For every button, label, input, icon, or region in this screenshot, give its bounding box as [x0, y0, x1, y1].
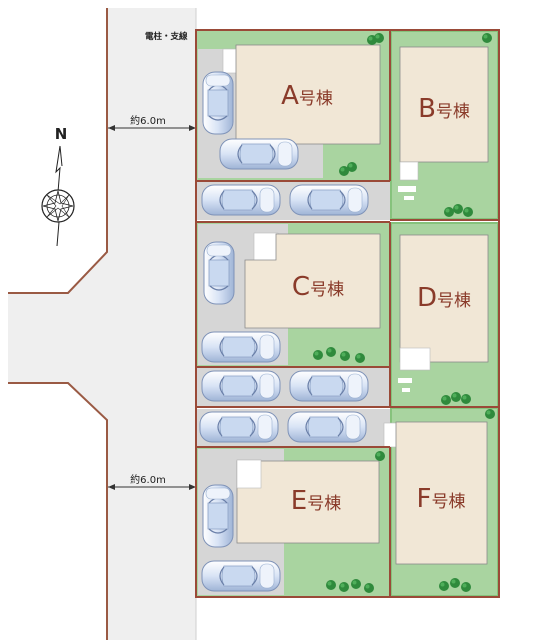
- lot-a: A号棟: [196, 30, 390, 181]
- house-c: [244, 233, 381, 329]
- building-suffix-e: 号棟: [307, 494, 341, 514]
- lot-e: E号棟: [196, 447, 390, 597]
- road-width-dimension-top: 約6.0m: [108, 114, 196, 131]
- utility-pole-label: 電柱・支線: [145, 31, 188, 42]
- parking-strip-3: [196, 409, 390, 447]
- building-suffix-b: 号棟: [436, 102, 470, 122]
- building-letter-f: F: [417, 484, 432, 514]
- building-letter-a: A: [281, 81, 299, 111]
- building-letter-e: E: [291, 486, 307, 516]
- north-compass: N: [41, 125, 75, 247]
- house-b: [399, 46, 489, 163]
- building-suffix-c: 号棟: [310, 280, 344, 300]
- building-suffix-d: 号棟: [437, 291, 471, 311]
- building-letter-b: B: [418, 94, 436, 124]
- building-suffix-a: 号棟: [299, 89, 333, 109]
- building-label-c: C号棟: [292, 272, 344, 302]
- road: [8, 8, 197, 640]
- building-label-b: B号棟: [418, 94, 470, 124]
- building-label-d: D号棟: [417, 283, 471, 313]
- road-width-label-bottom: 約6.0m: [130, 473, 166, 486]
- road-width-dimension-bottom: 約6.0m: [108, 473, 196, 490]
- house-d: [399, 234, 489, 363]
- building-label-f: F号棟: [417, 484, 466, 514]
- building-letter-d: D: [417, 283, 437, 313]
- road-edge-lower: [8, 382, 108, 640]
- lot-b: B号棟: [390, 30, 499, 220]
- parking-strip-2: [196, 367, 390, 407]
- lot-d: D号棟: [390, 222, 499, 408]
- house-f: [395, 421, 488, 565]
- road-edge-upper: [8, 8, 108, 294]
- building-label-e: E号棟: [291, 486, 341, 516]
- north-label: N: [55, 125, 68, 143]
- lot-boundaries: [195, 29, 500, 598]
- parking-strip-1: [196, 181, 390, 220]
- building-label-a: A号棟: [281, 81, 333, 111]
- lot-f: F号棟: [383, 407, 499, 597]
- building-suffix-f: 号棟: [431, 492, 465, 512]
- house-a: [235, 44, 381, 145]
- building-letter-c: C: [292, 272, 310, 302]
- road-width-label-top: 約6.0m: [130, 114, 166, 127]
- lot-c: C号棟: [196, 222, 390, 367]
